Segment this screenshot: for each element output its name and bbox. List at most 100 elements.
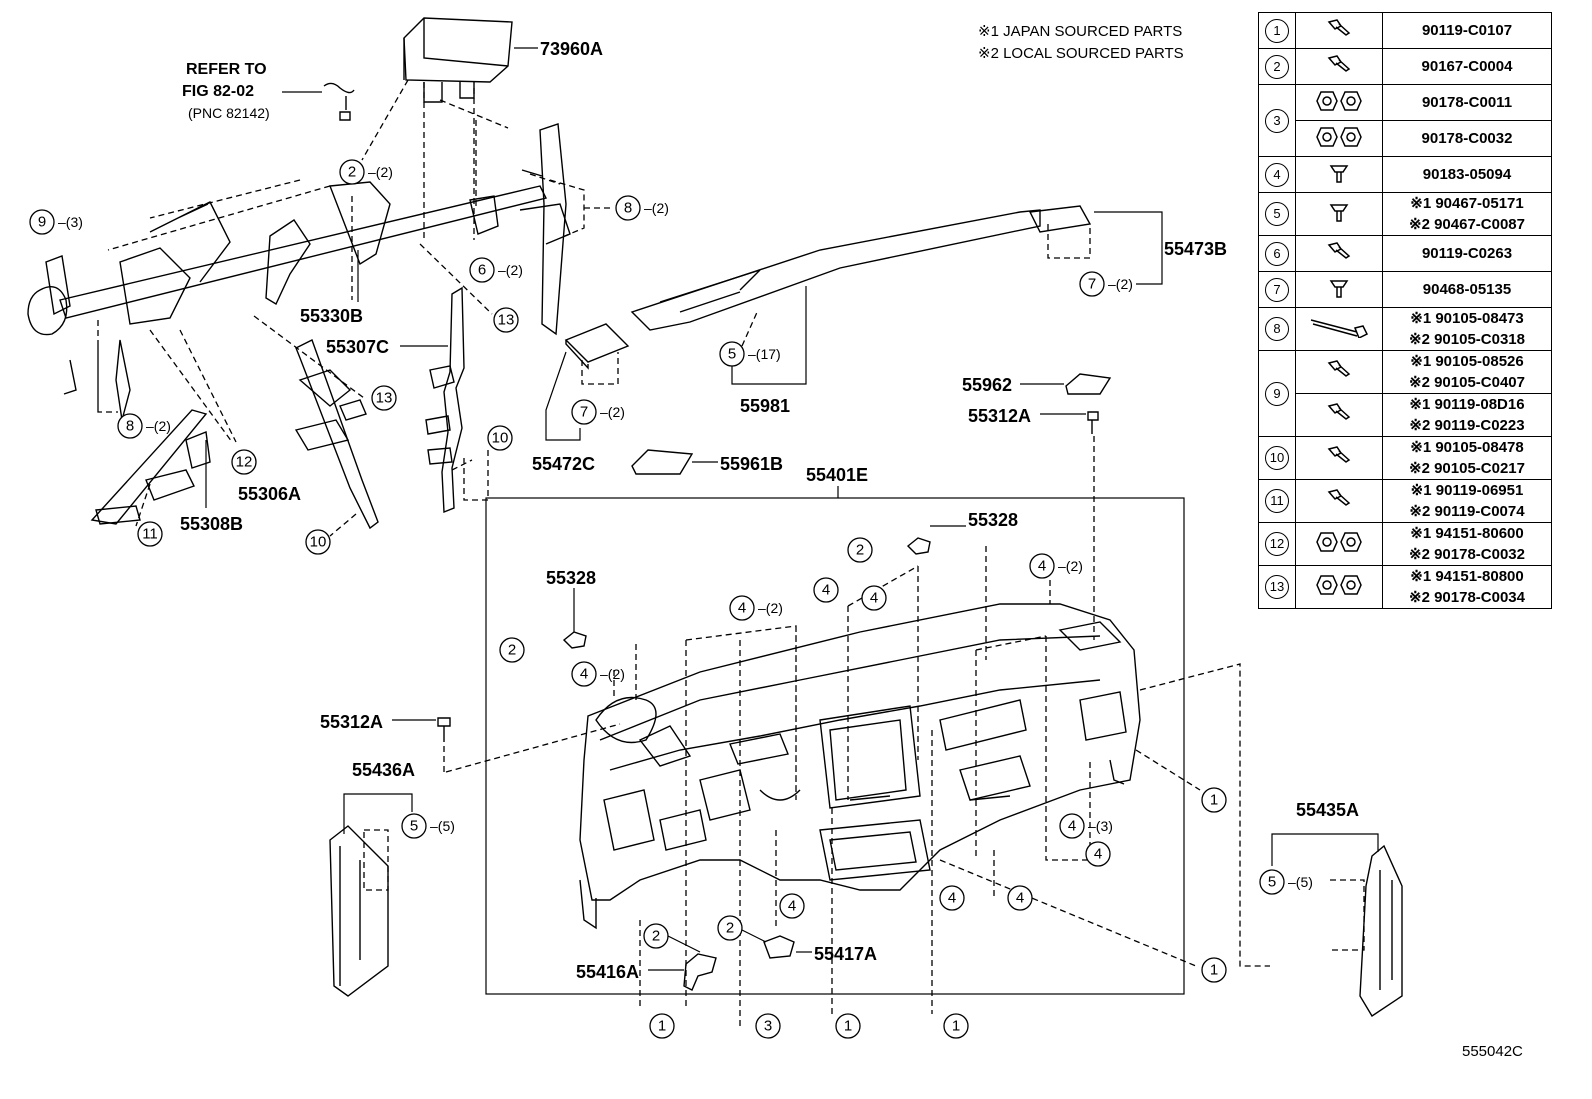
- label-73960A[interactable]: 73960A: [540, 39, 603, 59]
- bolt-icon: [1295, 235, 1383, 272]
- legend-row: 10※1 90105-08478※2 90105-C0217: [1258, 436, 1552, 480]
- callout-c-4-i[interactable]: 4: [939, 885, 965, 911]
- callout-c-2-d[interactable]: 2: [717, 915, 743, 941]
- legend-ref-cell: 8: [1258, 307, 1296, 351]
- legend-ref-cell: 12: [1258, 522, 1296, 566]
- legend-ref-cell: 13: [1258, 565, 1296, 609]
- callout-c-2-a[interactable]: 2: [847, 537, 873, 563]
- callout-c-1-r1[interactable]: 1: [1201, 787, 1227, 813]
- bracket-55307C-shape: [425, 286, 465, 514]
- callout-circle: [643, 923, 669, 949]
- label-55436A[interactable]: 55436A: [352, 760, 415, 780]
- legend-part-number[interactable]: ※1 90105-08478※2 90105-C0217: [1382, 436, 1552, 480]
- callout-c-3-b[interactable]: 3: [755, 1013, 781, 1039]
- label-55312A-left[interactable]: 55312A: [320, 712, 383, 732]
- label-55472C[interactable]: 55472C: [532, 454, 595, 474]
- legend-part-number[interactable]: 90178-C0011: [1382, 84, 1552, 121]
- callout-c-5-right[interactable]: 5–(5): [1259, 869, 1313, 895]
- legend-part-number[interactable]: ※1 90105-08526※2 90105-C0407: [1382, 350, 1552, 394]
- bolt-icon: [1295, 436, 1383, 480]
- legend-ref-number: 7: [1265, 277, 1289, 302]
- legend-part-number[interactable]: ※1 94151-80800※2 90178-C0034: [1382, 565, 1552, 609]
- legend-part-number[interactable]: ※1 90105-08473※2 90105-C0318: [1382, 307, 1552, 351]
- callout-c-13-mid[interactable]: 13: [371, 385, 397, 411]
- callout-c-1-b1[interactable]: 1: [649, 1013, 675, 1039]
- part-number-line: ※2 90105-C0217: [1409, 460, 1525, 477]
- label-55962[interactable]: 55962: [962, 375, 1012, 395]
- part-number-line: ※1 94151-80800: [1410, 568, 1524, 585]
- callout-c-5-top[interactable]: 5–(17): [719, 341, 781, 367]
- legend-part-number[interactable]: 90468-05135: [1382, 271, 1552, 308]
- callout-c-8-left[interactable]: 8–(2): [117, 413, 171, 439]
- part-number-line: ※2 90178-C0032: [1409, 546, 1525, 563]
- label-55307C[interactable]: 55307C: [326, 337, 389, 357]
- label-55435A[interactable]: 55435A: [1296, 800, 1359, 820]
- label-55328-right[interactable]: 55328: [968, 510, 1018, 530]
- callout-c-4-f[interactable]: 4–(3): [1059, 813, 1113, 839]
- callout-c-4-d[interactable]: 4–(2): [1029, 553, 1083, 579]
- leader-55981: [768, 286, 807, 385]
- label-55417A[interactable]: 55417A: [814, 944, 877, 964]
- callout-c-12[interactable]: 12: [231, 449, 257, 475]
- legend-part-number[interactable]: 90119-C0263: [1382, 235, 1552, 272]
- legend-part-number[interactable]: ※1 90467-05171※2 90467-C0087: [1382, 192, 1552, 236]
- callout-c-2-b[interactable]: 2: [499, 637, 525, 663]
- callout-c-2-c[interactable]: 2: [643, 923, 669, 949]
- legend-part-number[interactable]: 90119-C0107: [1382, 12, 1552, 49]
- callout-c-4-e[interactable]: 4–(2): [571, 661, 625, 687]
- bolt-icon: [1295, 479, 1383, 523]
- label-55473B[interactable]: 55473B: [1164, 239, 1227, 259]
- legend-part-number[interactable]: 90183-05094: [1382, 156, 1552, 193]
- callout-c-10-right[interactable]: 10: [487, 425, 513, 451]
- callout-c-4-a[interactable]: 4–(2): [729, 595, 783, 621]
- callout-circle: [717, 915, 743, 941]
- callout-c-7-left[interactable]: 7–(2): [571, 399, 625, 425]
- callout-c-8-right[interactable]: 8–(2): [615, 195, 669, 221]
- callout-circle: [493, 307, 519, 333]
- legend-part-number[interactable]: 90178-C0032: [1382, 120, 1552, 157]
- callout-c-2-top[interactable]: 2–(2): [339, 159, 393, 185]
- legend-part-number[interactable]: 90167-C0004: [1382, 48, 1552, 85]
- callout-c-5-left[interactable]: 5–(5): [401, 813, 455, 839]
- label-55328-left[interactable]: 55328: [546, 568, 596, 588]
- label-55401E[interactable]: 55401E: [806, 465, 868, 485]
- callout-c-1-b2[interactable]: 1: [835, 1013, 861, 1039]
- screw-55312A-left-shape: [437, 717, 451, 742]
- callout-qty: –(3): [1088, 818, 1113, 834]
- label-55981[interactable]: 55981: [740, 396, 790, 416]
- callout-c-6[interactable]: 6–(2): [469, 257, 523, 283]
- callout-c-4-c[interactable]: 4: [861, 585, 887, 611]
- callout-c-11[interactable]: 11: [137, 521, 163, 547]
- callout-qty: –(2): [758, 600, 783, 616]
- callout-c-7-right[interactable]: 7–(2): [1079, 271, 1133, 297]
- label-55308B[interactable]: 55308B: [180, 514, 243, 534]
- callout-number: 2: [348, 164, 356, 181]
- callout-qty: –(2): [600, 404, 625, 420]
- callout-c-4-g[interactable]: 4: [1085, 841, 1111, 867]
- callout-c-4-h[interactable]: 4: [779, 893, 805, 919]
- legend-row: 8 ※1 90105-08473※2 90105-C0318: [1258, 307, 1552, 351]
- label-55416A[interactable]: 55416A: [576, 962, 639, 982]
- legend-part-number[interactable]: ※1 94151-80600※2 90178-C0032: [1382, 522, 1552, 566]
- legend-part-number[interactable]: ※1 90119-06951※2 90119-C0074: [1382, 479, 1552, 523]
- label-55330B[interactable]: 55330B: [300, 306, 363, 326]
- label-55306A[interactable]: 55306A: [238, 484, 301, 504]
- note-japan-sourced: ※1 JAPAN SOURCED PARTS: [978, 23, 1182, 40]
- clip-icon: [1295, 192, 1383, 236]
- label-55312A-top[interactable]: 55312A: [968, 406, 1031, 426]
- side-cover-55436A-shape: [329, 825, 389, 997]
- callout-number: 1: [1210, 962, 1218, 979]
- callout-c-10-left[interactable]: 10: [305, 529, 331, 555]
- bolt-icon: [1295, 350, 1383, 394]
- clip-icon: [1295, 271, 1383, 308]
- part-number-line: 90167-C0004: [1421, 58, 1513, 75]
- callout-c-1-b3[interactable]: 1: [943, 1013, 969, 1039]
- label-55961B[interactable]: 55961B: [720, 454, 783, 474]
- callout-c-4-j[interactable]: 4: [1007, 885, 1033, 911]
- callout-c-9[interactable]: 9–(3): [29, 209, 83, 235]
- callout-c-4-b[interactable]: 4: [813, 577, 839, 603]
- callout-c-1-r2[interactable]: 1: [1201, 957, 1227, 983]
- callout-c-13-top[interactable]: 13: [493, 307, 519, 333]
- legend-part-number[interactable]: ※1 90119-08D16※2 90119-C0223: [1382, 393, 1552, 437]
